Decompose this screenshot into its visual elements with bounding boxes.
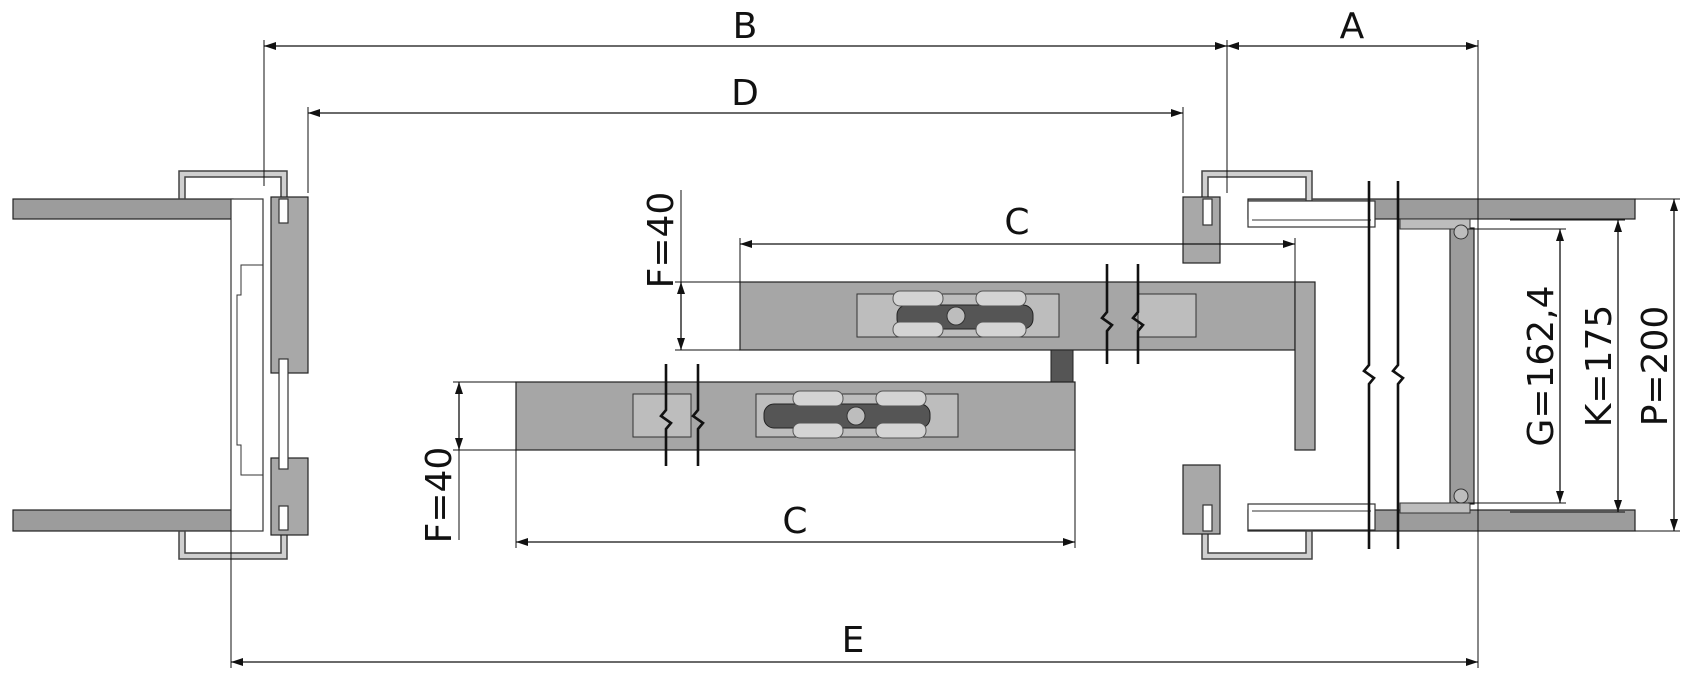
right-casing-bottom <box>1182 464 1221 535</box>
dimension-label-d: D <box>731 73 759 114</box>
lower-panel-break-line-2 <box>691 364 705 466</box>
left-casing-top <box>270 196 309 374</box>
dimension-label-k: K=175 <box>1579 305 1620 427</box>
upper-roller-left-bottom <box>892 321 944 338</box>
dimension-f-bottom: F=40 <box>419 382 463 544</box>
upper-panel-end-strip <box>1294 281 1316 451</box>
right-screw-bottom <box>1453 488 1469 504</box>
dimension-label-c-bottom: C <box>782 501 807 542</box>
right-frame-assembly <box>1182 170 1636 560</box>
left-frame-bottom-profile <box>178 514 288 560</box>
right-track-top <box>1247 200 1376 228</box>
dimension-label-f-top: F=40 <box>641 192 682 289</box>
right-pocket-bracket-top <box>1399 218 1471 230</box>
dimension-g: G=162,4 <box>1521 229 1564 503</box>
dimension-a: A <box>1227 6 1478 50</box>
left-casing-bottom <box>270 457 309 536</box>
right-wall-break-line-2 <box>1391 181 1405 549</box>
dimension-f-top: F=40 <box>641 190 685 350</box>
lower-door-panel <box>515 364 1076 466</box>
upper-roller-right-top <box>975 290 1027 307</box>
upper-door-panel <box>739 264 1316 451</box>
lower-panel-break-line-1 <box>659 364 673 466</box>
left-wall-bottom <box>12 509 234 532</box>
lower-roller-left-top <box>792 390 844 407</box>
dimension-label-p: P=200 <box>1635 306 1676 427</box>
right-clip-top <box>1202 198 1213 226</box>
right-screw-top <box>1453 224 1469 240</box>
upper-roller-pivot <box>946 306 966 326</box>
upper-roller-bracket-right <box>1137 293 1197 338</box>
dimension-label-a: A <box>1340 6 1365 47</box>
upper-panel-break-line-1 <box>1100 264 1114 364</box>
dimension-label-f-bottom: F=40 <box>419 447 460 544</box>
dimension-label-c-top: C <box>1004 202 1029 243</box>
left-clip-bottom <box>278 505 289 531</box>
right-wall-break-line-1 <box>1362 181 1376 549</box>
right-casing-top <box>1182 196 1221 264</box>
lower-roller-pivot <box>846 406 866 426</box>
left-clip-top <box>278 198 289 224</box>
dimension-label-e: E <box>842 620 865 661</box>
dimension-label-g: G=162,4 <box>1521 285 1562 446</box>
lower-roller-right-bottom <box>875 422 927 439</box>
dimension-k: K=175 <box>1579 220 1622 512</box>
dimension-b: B <box>264 6 1227 50</box>
right-pocket-bracket-bottom <box>1399 502 1471 514</box>
dimension-e: E <box>231 620 1478 666</box>
lower-roller-right-top <box>875 390 927 407</box>
right-pocket-rail <box>1449 227 1475 505</box>
dimension-c-top: C <box>740 202 1295 248</box>
left-wall-top <box>12 198 234 220</box>
upper-roller-left-top <box>892 290 944 307</box>
left-clip-mid <box>278 358 289 470</box>
left-jamb-inner-line <box>236 205 264 525</box>
left-frame-assembly <box>12 170 309 560</box>
dimension-c-bottom: C <box>516 501 1075 546</box>
dimension-p: P=200 <box>1635 199 1678 531</box>
panel-connector-block <box>1050 349 1074 383</box>
right-clip-bottom <box>1202 504 1213 532</box>
extension-lines <box>230 40 1680 668</box>
left-frame-top-profile <box>178 170 288 216</box>
upper-panel-break-line-2 <box>1131 264 1145 364</box>
lower-roller-left-bottom <box>792 422 844 439</box>
dimension-label-b: B <box>733 6 758 47</box>
left-jamb-profile <box>230 198 264 532</box>
dimension-d: D <box>308 73 1183 117</box>
upper-roller-right-bottom <box>975 321 1027 338</box>
right-track-bottom <box>1247 503 1376 531</box>
